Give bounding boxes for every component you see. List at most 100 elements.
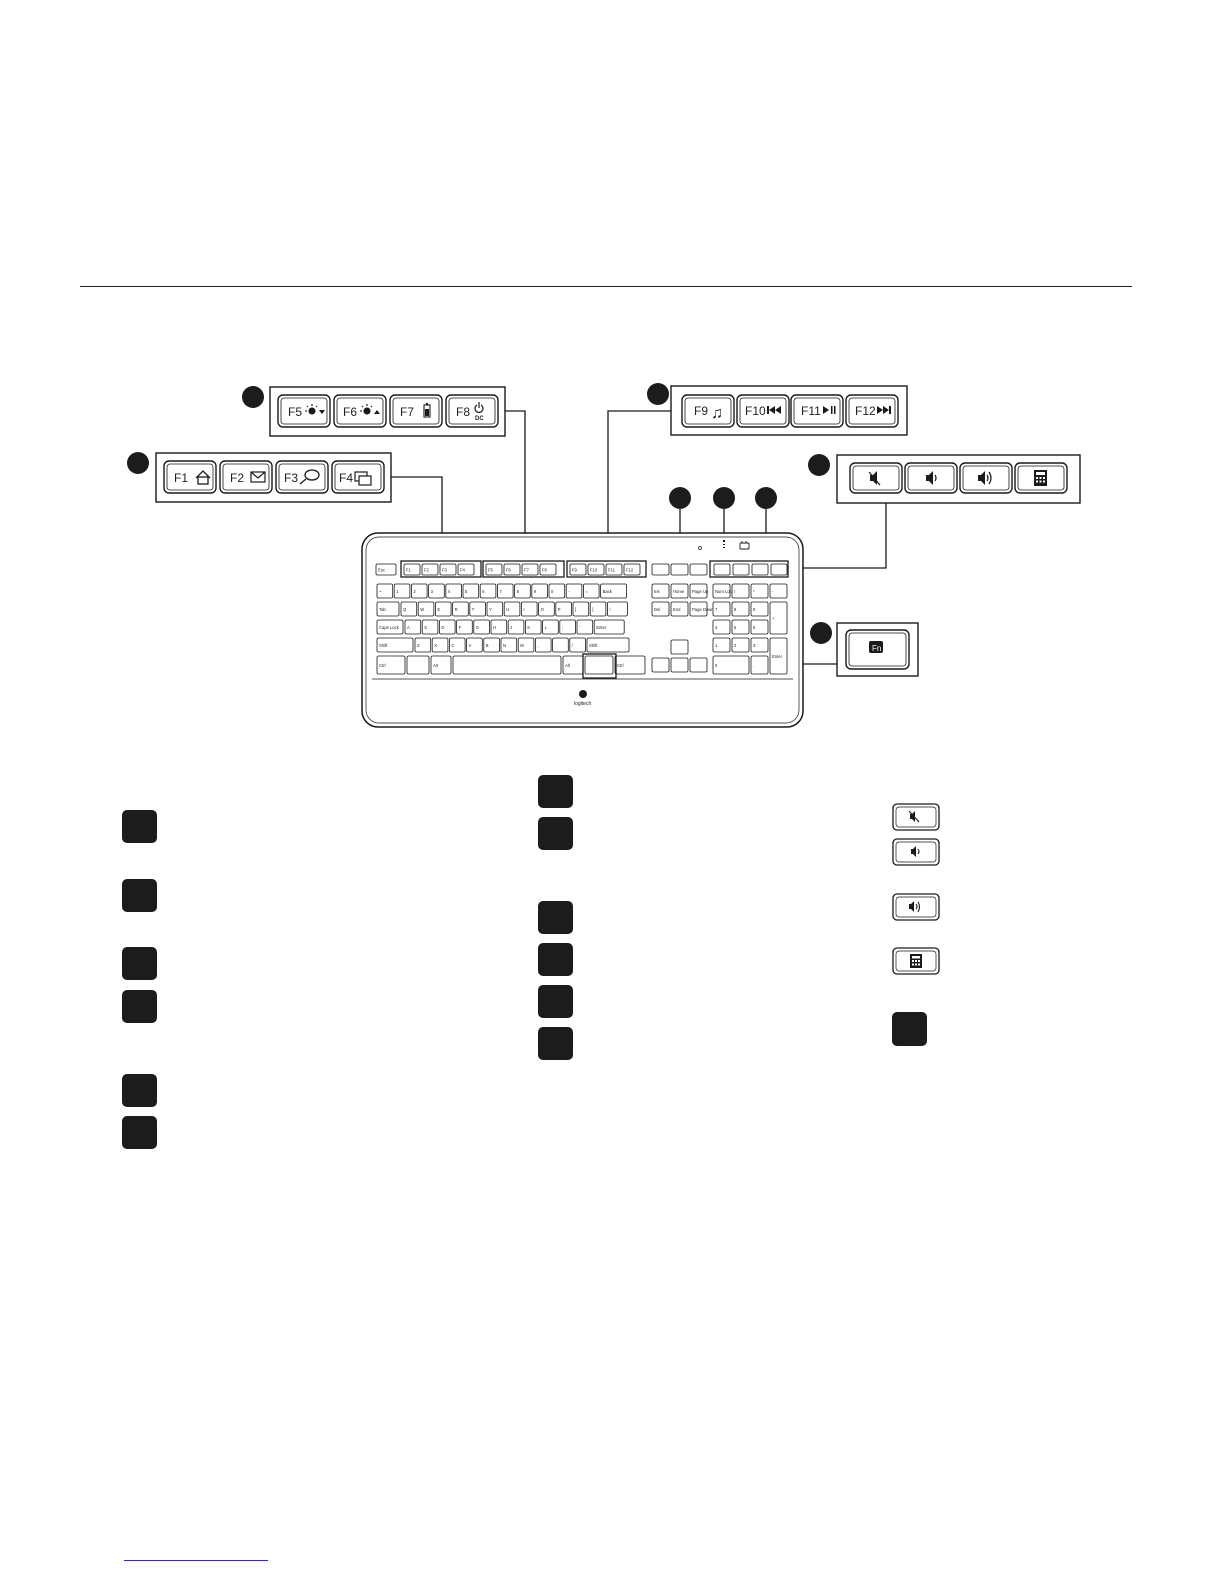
keyboard-key-label: V [469, 643, 472, 648]
key-number-row: 2 [410, 583, 428, 599]
keyboard-key-label: 2 [734, 643, 737, 648]
windows-icon [354, 471, 372, 486]
key-function: F8 [539, 563, 557, 576]
keyboard-key-label: A [407, 625, 410, 630]
legend-marker [122, 990, 157, 1023]
badge-media [808, 454, 830, 476]
callout-f3-key: F3 [275, 460, 329, 494]
keyboard-key-label: F7 [524, 568, 530, 573]
callout-fn-key: Fn [836, 622, 919, 677]
key-home-row: Enter [593, 619, 625, 635]
keyboard-key-label: \ [609, 607, 611, 612]
badge-fn-key [810, 622, 832, 644]
key-qwerty-row: I [521, 601, 538, 617]
key-arrow-up [670, 639, 689, 655]
keyboard-key-label: 3 [431, 589, 434, 594]
badge-caps-lock-indicator [713, 487, 735, 509]
keyboard-key-label: Page Down [692, 607, 714, 612]
key-home-row: ; [559, 619, 576, 635]
key-home-row: Caps Lock [376, 619, 404, 635]
f1-label: F1 [174, 471, 188, 485]
key-special [651, 563, 670, 576]
keyboard-key-label: 1 [396, 589, 399, 594]
keyboard-key-label: 3 [753, 643, 756, 648]
key-navigation: Home [670, 583, 689, 599]
power-icon [474, 402, 484, 413]
key-function: F5 [485, 563, 503, 576]
keyboard-key-label: Tab [379, 607, 386, 612]
key-function: F2 [421, 563, 439, 576]
volume-up-icon [978, 471, 992, 485]
keyboard-key-label: , [537, 643, 538, 648]
f6-label: F6 [343, 405, 357, 419]
key-numpad: 9 [750, 601, 769, 617]
callout-f6-key: F6 [333, 394, 387, 428]
key-media [713, 563, 731, 576]
key-function: F7 [521, 563, 539, 576]
status-indicators [698, 540, 750, 550]
legend-marker [538, 985, 573, 1018]
key-media [732, 563, 750, 576]
key-numpad: 2 [731, 637, 750, 653]
key-number-row: 9 [531, 583, 548, 599]
mail-icon [250, 471, 266, 483]
keyboard-key-label: Num Lock [715, 589, 735, 594]
key-number-row: 4 [445, 583, 462, 599]
legend-marker [122, 1074, 157, 1107]
keyboard-key-label: 2 [413, 589, 416, 594]
key-qwerty-row: Q [400, 601, 418, 617]
keyboard-key-label: F4 [460, 568, 466, 573]
keyboard-key-label: . [555, 643, 556, 648]
callout-volume-up-key [959, 462, 1013, 494]
key-qwerty-row: T [469, 601, 486, 617]
key-numpad: 6 [750, 619, 769, 635]
key-home-row: J [507, 619, 525, 635]
legend-mute-key [892, 803, 940, 831]
keyboard-key-label: ; [562, 625, 563, 630]
keyboard-key-label: 7 [499, 589, 502, 594]
keyboard-key-label: F [459, 625, 462, 630]
keyboard-key-label: F5 [488, 568, 494, 573]
keyboard-key-label: I [523, 607, 524, 612]
calculator-icon [1034, 470, 1047, 486]
keyboard-key-label: 5 [465, 589, 468, 594]
keyboard-key-label: 9 [534, 589, 537, 594]
key-qwerty-row: E [434, 601, 452, 617]
key-numpad: 1 [712, 637, 731, 653]
legend-volume-down-key [892, 838, 940, 866]
callout-calculator-key [1014, 462, 1068, 494]
fn-key-label: Fn [872, 644, 881, 653]
keyboard-key-label: M [520, 643, 524, 648]
key-number-row: 5 [462, 583, 480, 599]
key-function: F11 [605, 563, 623, 576]
volume-down-icon [926, 471, 937, 485]
keyboard-key-label: F9 [572, 568, 578, 573]
key-qwerty-row: P [555, 601, 572, 617]
key-navigation: Page Down [689, 601, 714, 617]
key-numpad: - [769, 583, 788, 599]
key-function: F3 [439, 563, 457, 576]
keyboard-key-label: ] [592, 607, 593, 612]
key-home-row: L [542, 619, 559, 635]
key-numpad-enter: Enter [769, 637, 788, 675]
callout-f4-key: F4 [331, 460, 385, 494]
key-navigation: Del [651, 601, 670, 617]
keyboard-key-label: Alt [433, 663, 439, 668]
key-media [770, 563, 788, 576]
f8-label: F8 [456, 405, 470, 419]
keyboard-key-label: Page Up [692, 589, 709, 594]
f5-label: F5 [288, 405, 302, 419]
keyboard-key-label: Ctrl [379, 663, 386, 668]
keyboard-key-label: Del [654, 607, 660, 612]
key-numpad: 5 [731, 619, 750, 635]
legend-right-column [892, 803, 940, 1046]
key-number-row: = [583, 583, 600, 599]
keyboard-key-label: F8 [542, 568, 548, 573]
keyboard-key-label: [ [575, 607, 577, 612]
legend-marker [538, 943, 573, 976]
keyboard-key-label: D [441, 625, 444, 630]
backlight-up-icon [360, 404, 380, 415]
callout-fkeys-1-4: F1 F2 F3 F4 [155, 452, 392, 503]
